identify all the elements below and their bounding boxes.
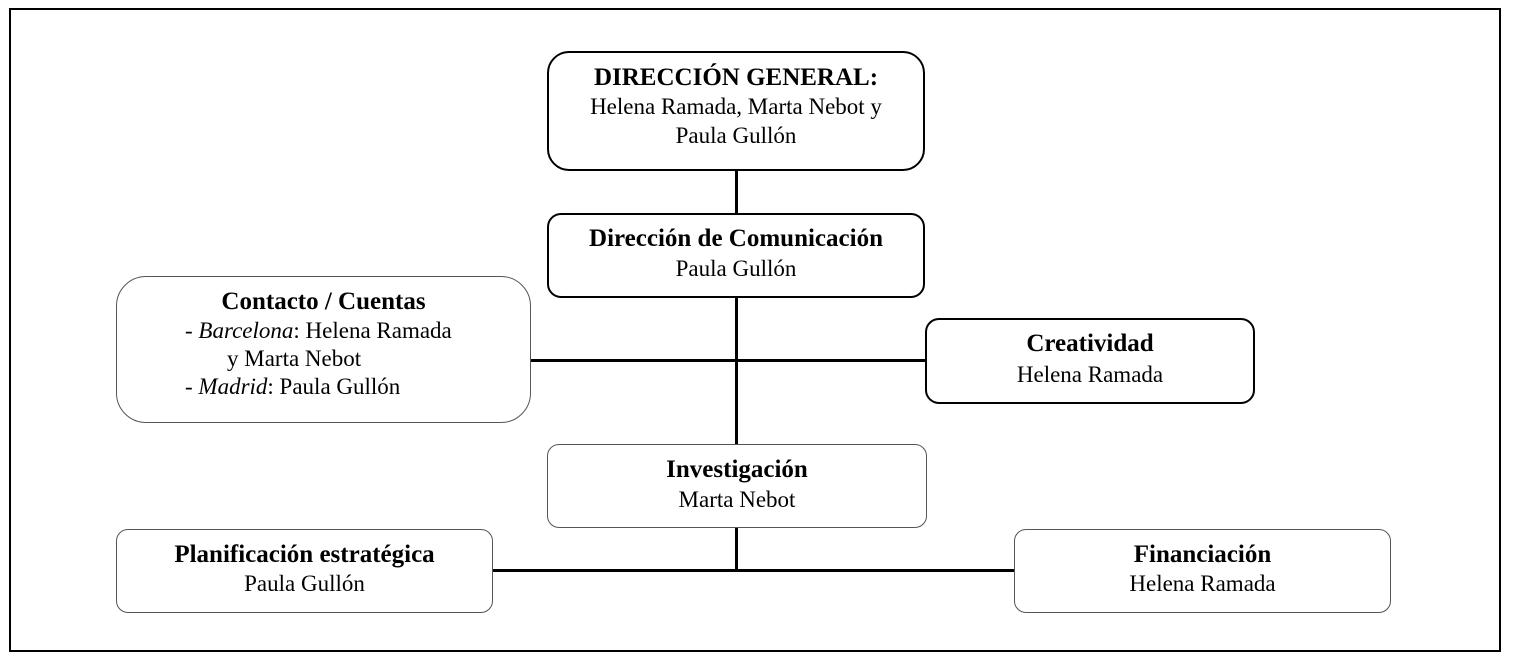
node-investigacion: Investigación Marta Nebot: [547, 444, 927, 528]
node-title: Investigación: [666, 456, 808, 483]
node-planificacion-estrategica: Planificación estratégica Paula Gullón: [116, 529, 493, 613]
list-bullet: -: [185, 318, 199, 343]
connector-contacto-creatividad: [531, 359, 925, 362]
node-people: Helena Ramada, Marta Nebot y: [590, 94, 882, 119]
node-person: Marta Nebot: [678, 487, 796, 512]
city-people: : Paula Gullón: [267, 374, 401, 399]
node-creatividad: Creatividad Helena Ramada: [925, 318, 1255, 404]
node-direccion-comunicacion: Dirección de Comunicación Paula Gullón: [547, 213, 925, 298]
diagram-frame: [9, 8, 1501, 652]
node-title: Dirección de Comunicación: [589, 225, 883, 252]
node-people: Paula Gullón: [675, 123, 797, 148]
node-contacto-cuentas: Contacto / Cuentas - Barcelona: Helena R…: [116, 276, 531, 423]
node-financiacion: Financiación Helena Ramada: [1014, 529, 1391, 613]
node-person: Paula Gullón: [244, 571, 365, 596]
list-bullet: -: [185, 374, 199, 399]
node-title: DIRECCIÓN GENERAL:: [593, 64, 879, 91]
connector-trunk-lower: [735, 528, 738, 571]
node-person: Paula Gullón: [675, 256, 797, 281]
node-title: Contacto / Cuentas: [221, 288, 426, 315]
node-person: Helena Ramada: [1016, 362, 1164, 387]
node-direccion-general: DIRECCIÓN GENERAL: Helena Ramada, Marta …: [547, 51, 925, 171]
node-person: Helena Ramada: [1129, 571, 1276, 596]
node-title: Financiación: [1133, 541, 1272, 568]
connector-general-to-comunicacion: [735, 171, 738, 213]
node-title: Creatividad: [1026, 330, 1154, 357]
node-title: Planificación estratégica: [174, 541, 435, 568]
connector-trunk-upper: [735, 298, 738, 444]
connector-planificacion-financiacion: [493, 569, 1014, 572]
city-label: Barcelona: [198, 318, 294, 343]
node-people-list: - Barcelona: Helena Ramada y Marta Nebot…: [185, 317, 530, 401]
list-item-barcelona: - Barcelona: Helena Ramada: [185, 317, 530, 345]
city-people-continued: y Marta Nebot: [227, 346, 362, 371]
list-item-madrid: - Madrid: Paula Gullón: [185, 373, 530, 401]
city-people: : Helena Ramada: [293, 318, 452, 343]
city-label: Madrid: [198, 374, 268, 399]
